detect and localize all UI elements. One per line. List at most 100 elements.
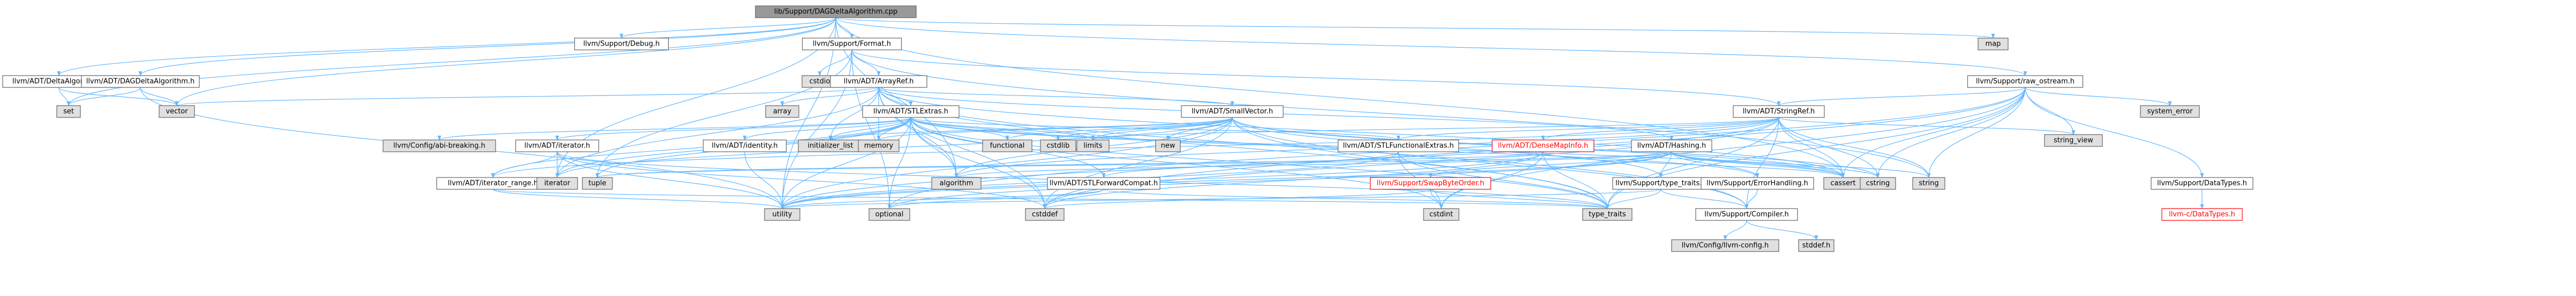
node-llvm-support-debug-h[interactable]: llvm/Support/Debug.h bbox=[574, 38, 669, 50]
node-type-traits: type_traits bbox=[1582, 208, 1633, 221]
edge-densemapinfo-to-tuple bbox=[596, 151, 1544, 178]
edge-densemapinfo-to-cstddef bbox=[1043, 151, 1544, 209]
node-lib-support-dagdeltaalgorithm-cpp[interactable]: lib/Support/DAGDeltaAlgorithm.cpp bbox=[755, 5, 917, 18]
node-label: llvm/Support/DataTypes.h bbox=[2157, 180, 2247, 188]
node-llvm-support-raw-ostream-h[interactable]: llvm/Support/raw_ostream.h bbox=[1967, 75, 2084, 88]
node-box bbox=[858, 139, 900, 152]
node-llvm-adt-dagdeltaalgorithm-h[interactable]: llvm/ADT/DAGDeltaAlgorithm.h bbox=[81, 75, 200, 88]
node-llvm-support-swapbyteorder-h[interactable]: llvm/Support/SwapByteOrder.h bbox=[1369, 177, 1492, 190]
node-llvm-adt-stlfunctionalextras-h[interactable]: llvm/ADT/STLFunctionalExtras.h bbox=[1337, 139, 1459, 152]
node-label: cstdio bbox=[810, 78, 830, 86]
node-box bbox=[2161, 208, 2243, 221]
edge-arrayref-to-initializer_list bbox=[828, 87, 879, 140]
node-label: string_view bbox=[2054, 137, 2093, 145]
node-system-error: system_error bbox=[2140, 105, 2200, 118]
node-llvm-adt-stlextras-h[interactable]: llvm/ADT/STLExtras.h bbox=[862, 105, 960, 118]
node-label: llvm/Support/type_traits.h bbox=[1615, 180, 1706, 188]
node-box bbox=[1978, 38, 2009, 50]
edge-format-to-arrayref bbox=[851, 49, 881, 76]
node-tuple: tuple bbox=[582, 177, 613, 190]
edge-smallvector-to-compiler bbox=[1232, 117, 1749, 209]
edge-stlextras-to-identity bbox=[743, 117, 911, 140]
node-box bbox=[862, 105, 960, 118]
node-box bbox=[702, 139, 787, 152]
node-llvm-support-type-traits-h[interactable]: llvm/Support/type_traits.h bbox=[1612, 177, 1710, 190]
node-initializer-list: initializer_list bbox=[798, 139, 863, 152]
node-label: cstdint bbox=[1429, 211, 1453, 219]
node-box bbox=[1912, 177, 1945, 190]
node-llvm-adt-identity-h[interactable]: llvm/ADT/identity.h bbox=[702, 139, 787, 152]
node-llvm-support-errorhandling-h[interactable]: llvm/Support/ErrorHandling.h bbox=[1701, 177, 1814, 190]
edge-root-to-deltaalg bbox=[57, 17, 836, 76]
node-label: utility bbox=[773, 211, 792, 219]
node-llvm-adt-iterator-h[interactable]: llvm/ADT/iterator.h bbox=[515, 139, 600, 152]
node-label: tuple bbox=[588, 180, 606, 188]
edge-stringref-to-cassert bbox=[1778, 117, 1845, 178]
edge-raw_ostream-to-string bbox=[1927, 87, 2026, 178]
node-label: lib/Support/DAGDeltaAlgorithm.cpp bbox=[774, 8, 897, 16]
node-llvm-adt-stlforwardcompat-h[interactable]: llvm/ADT/STLForwardCompat.h bbox=[1047, 177, 1160, 190]
edge-stlforward-to-type_traits bbox=[1103, 189, 1609, 209]
edge-stlextras-to-limits bbox=[910, 117, 1095, 140]
edge-iterator-to-utility bbox=[557, 151, 784, 209]
node-string-view: string_view bbox=[2044, 134, 2103, 147]
edge-root-to-debug bbox=[619, 17, 836, 39]
node-layer: lib/Support/DAGDeltaAlgorithm.cpp llvm/AD… bbox=[2, 5, 2253, 252]
node-cstddef: cstddef bbox=[1025, 208, 1065, 221]
node-label: llvm/ADT/DAGDeltaAlgorithm.h bbox=[86, 78, 194, 86]
node-algorithm: algorithm bbox=[931, 177, 982, 190]
node-llvm-support-compiler-h[interactable]: llvm/Support/Compiler.h bbox=[1695, 208, 1798, 221]
node-box bbox=[1181, 105, 1284, 118]
edge-iterator-to-iterator_range bbox=[491, 151, 558, 178]
node-llvm-adt-densemapinfo-h[interactable]: llvm/ADT/DenseMapInfo.h bbox=[1492, 139, 1594, 152]
node-label: cstring bbox=[1866, 180, 1890, 188]
node-label: algorithm bbox=[940, 180, 974, 188]
edge-stringref-to-string bbox=[1778, 117, 1931, 178]
node-llvm-support-format-h[interactable]: llvm/Support/Format.h bbox=[802, 38, 902, 50]
node-llvm-config-llvm-config-h: llvm/Config/llvm-config.h bbox=[1671, 239, 1779, 252]
edge-hashing-to-tuple bbox=[596, 151, 1672, 178]
edge-stlfunctional-to-stlforward bbox=[1102, 151, 1399, 178]
node-box bbox=[1582, 208, 1633, 221]
edge-layer bbox=[57, 17, 2204, 240]
edge-root-to-utility bbox=[780, 17, 836, 209]
node-label: iterator bbox=[544, 180, 571, 188]
node-box bbox=[1733, 105, 1825, 118]
edge-hashing-to-utility bbox=[780, 151, 1672, 209]
edge-stlextras-to-cstddef bbox=[910, 117, 1047, 209]
edge-compiler-to-stddef bbox=[1746, 220, 1818, 240]
edge-smallvector-to-new bbox=[1166, 117, 1233, 140]
node-label: llvm/Config/abi-breaking.h bbox=[393, 142, 485, 150]
edge-hashing-to-optional bbox=[887, 151, 1672, 209]
edge-hashing-to-type_traits_h bbox=[1659, 151, 1672, 178]
edge-format-to-tuple bbox=[595, 49, 852, 178]
edge-smallvector-to-limits bbox=[1091, 117, 1233, 140]
node-label: limits bbox=[1083, 142, 1103, 150]
node-optional: optional bbox=[868, 208, 910, 221]
node-llvm-support-datatypes-h[interactable]: llvm/Support/DataTypes.h bbox=[2151, 177, 2253, 190]
edge-raw_ostream-to-stringref bbox=[1777, 87, 2026, 106]
edge-raw_ostream-to-datatypes bbox=[2025, 87, 2204, 178]
node-llvm-config-abi-breaking-h: llvm/Config/abi-breaking.h bbox=[383, 139, 496, 152]
node-label: llvm/ADT/iterator_range.h bbox=[448, 180, 538, 188]
edge-stlextras-to-utility bbox=[780, 117, 911, 209]
node-label: optional bbox=[875, 211, 904, 219]
node-llvm-adt-hashing-h[interactable]: llvm/ADT/Hashing.h bbox=[1631, 139, 1712, 152]
node-llvm-adt-smallvector-h[interactable]: llvm/ADT/SmallVector.h bbox=[1181, 105, 1284, 118]
node-llvm-adt-iterator-range-h[interactable]: llvm/ADT/iterator_range.h bbox=[436, 177, 550, 190]
node-label: llvm/ADT/DenseMapInfo.h bbox=[1498, 142, 1588, 150]
node-llvm-adt-arrayref-h[interactable]: llvm/ADT/ArrayRef.h bbox=[830, 75, 927, 88]
node-label: llvm/ADT/identity.h bbox=[712, 142, 777, 150]
edge-type_traits_h-to-utility bbox=[781, 189, 1661, 209]
node-box bbox=[1860, 177, 1896, 190]
edge-hashing-to-errorhandling bbox=[1671, 151, 1759, 178]
node-llvm-c-datatypes-h[interactable]: llvm-c/DataTypes.h bbox=[2161, 208, 2243, 221]
node-iterator: iterator bbox=[536, 177, 578, 190]
node-label: llvm/ADT/STLForwardCompat.h bbox=[1050, 180, 1158, 188]
node-llvm-adt-stringref-h[interactable]: llvm/ADT/StringRef.h bbox=[1733, 105, 1825, 118]
edge-densemapinfo-to-cstdint bbox=[1439, 151, 1544, 209]
node-label: llvm-c/DataTypes.h bbox=[2169, 211, 2235, 219]
edge-stringref-to-cstring bbox=[1778, 117, 1880, 178]
node-label: llvm/Config/llvm-config.h bbox=[1682, 242, 1769, 250]
